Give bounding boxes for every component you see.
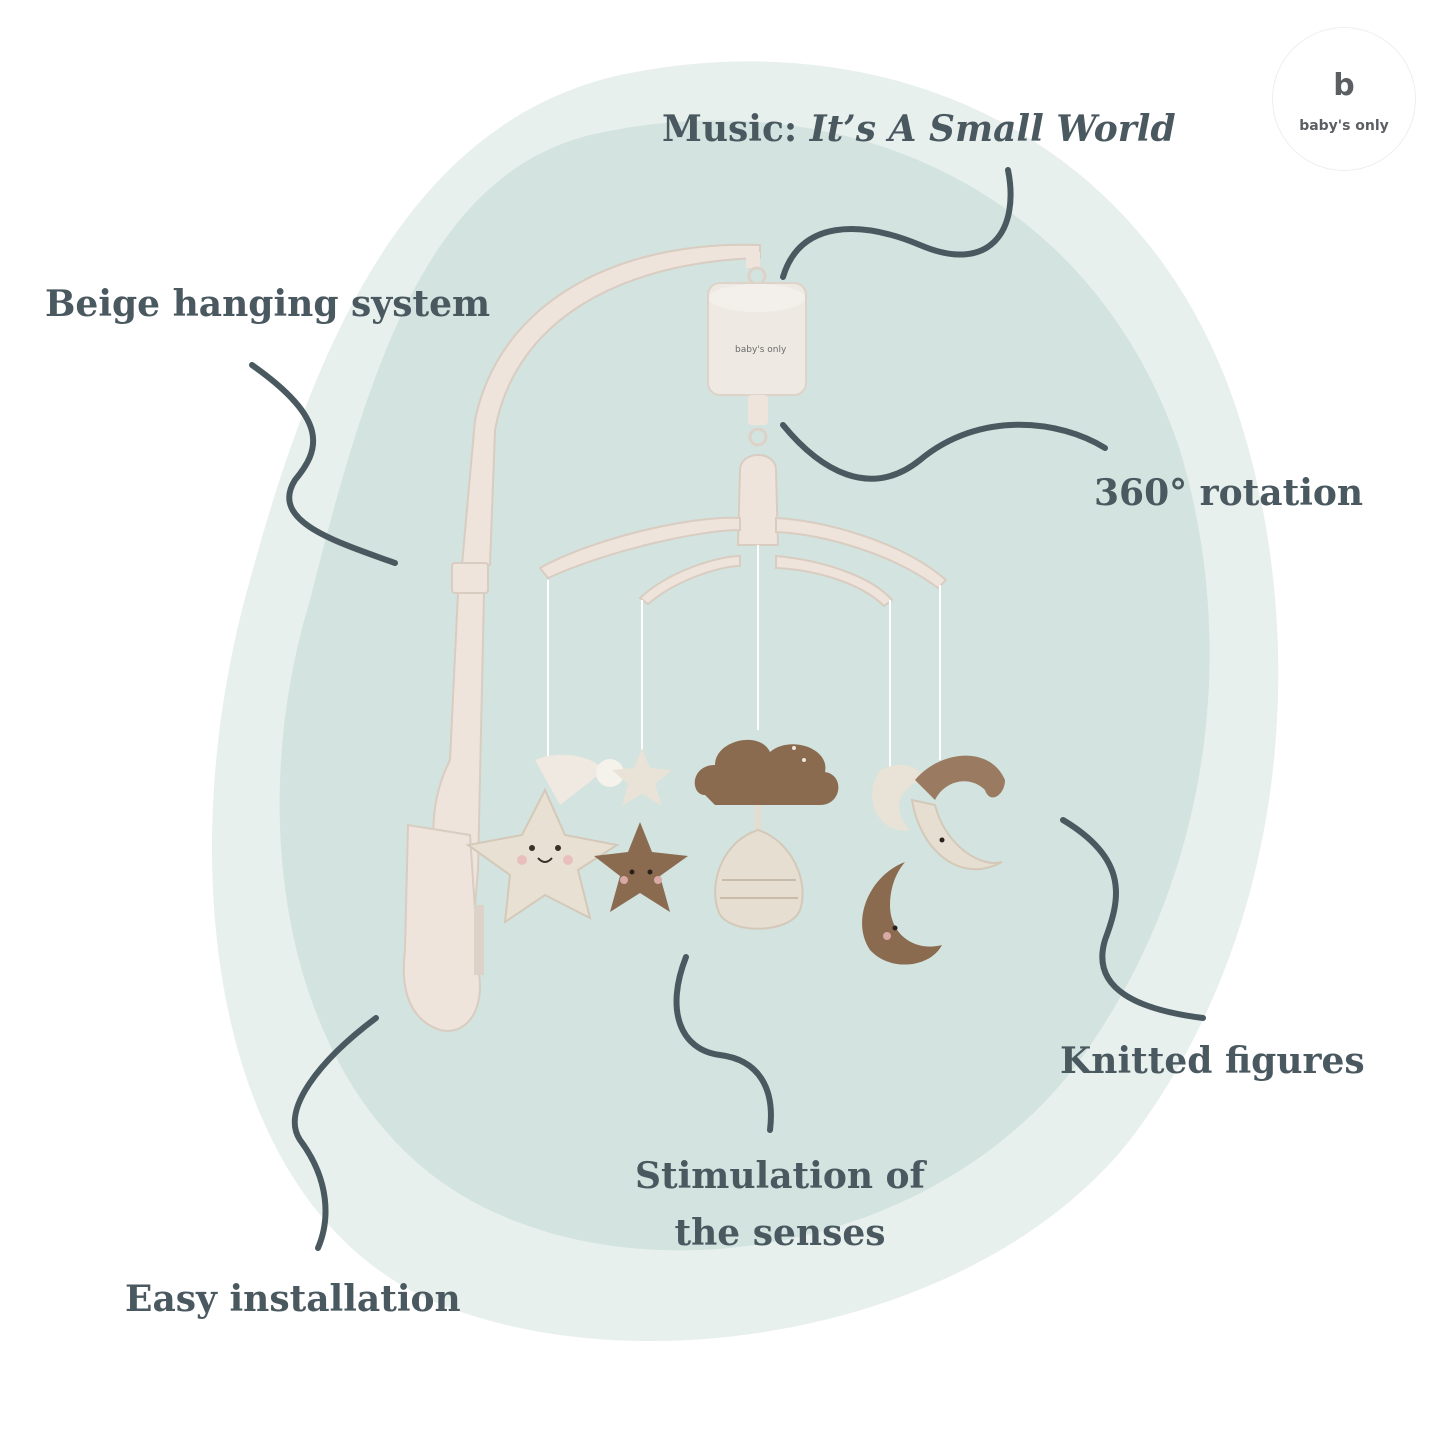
clamp-slot — [474, 905, 484, 975]
label-music: Music: It’s A Small World — [662, 108, 1176, 151]
callout-line-knitted — [1060, 817, 1206, 1021]
background-blob-inner — [279, 120, 1210, 1251]
label-stimulation-line2: the senses — [674, 1212, 886, 1255]
logo-text: baby's only — [1299, 118, 1389, 134]
label-music-prefix: Music: — [662, 108, 798, 150]
label-stimulation: Stimulation of the senses — [630, 1155, 930, 1255]
music-box: baby's only — [707, 252, 807, 447]
callout-line-rotation — [780, 421, 1108, 482]
clamp — [402, 823, 482, 1032]
label-stimulation-line1: Stimulation of — [634, 1155, 926, 1197]
figure-drop-ball-icon — [714, 805, 804, 930]
label-music-title: It’s A Small World — [809, 108, 1176, 150]
callout-line-hanging — [249, 362, 398, 566]
callout-line-music — [780, 167, 1014, 280]
figure-cloud-icon — [694, 739, 839, 805]
callout-line-installation — [291, 1015, 379, 1251]
figure-star-with-hat-icon — [465, 754, 624, 925]
brand-logo: b baby's only — [1273, 28, 1415, 170]
logo-mark-icon: b — [1333, 68, 1355, 103]
figure-moon-with-hat-icon — [871, 755, 1005, 871]
mobile-hub — [538, 454, 948, 608]
label-rotation: 360° rotation — [1094, 472, 1364, 514]
figure-brown-moon-icon — [862, 862, 942, 965]
callout-line-stimulation — [673, 954, 774, 1133]
figure-brown-star-icon — [594, 822, 688, 912]
label-hanging-system: Beige hanging system — [45, 283, 491, 325]
mobile-arm — [402, 243, 761, 1032]
music-box-label: baby's only — [735, 345, 787, 355]
label-knitted-figures: Knitted figures — [1060, 1040, 1365, 1082]
label-easy-installation: Easy installation — [125, 1278, 461, 1320]
figure-small-star-icon — [612, 748, 672, 806]
